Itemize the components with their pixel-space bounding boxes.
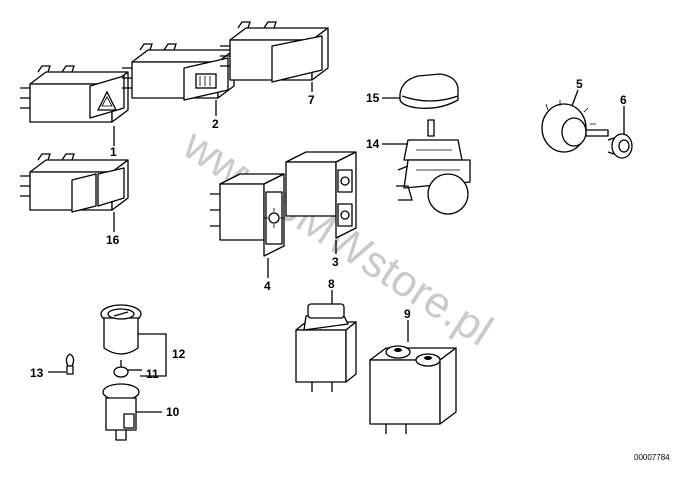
document-number: 00007784: [634, 453, 670, 462]
callout-15: 15: [366, 91, 380, 105]
callout-2: 2: [212, 117, 219, 131]
part-7-switch[interactable]: [220, 21, 329, 83]
part-8-push-switch[interactable]: [295, 303, 357, 392]
part-1-hazard-switch[interactable]: [20, 65, 129, 123]
callout-14: 14: [366, 137, 380, 151]
callout-5: 5: [576, 77, 583, 91]
part-5-lock-cylinder[interactable]: [541, 99, 609, 153]
part-9-double-push-switch[interactable]: [369, 345, 457, 434]
callout-9: 9: [404, 307, 411, 321]
callout-11: 11: [146, 367, 159, 381]
callout-16: 16: [106, 233, 120, 247]
callout-12: 12: [172, 347, 186, 361]
callout-6: 6: [620, 93, 627, 107]
callouts: 1 16 2 7 15 14 3 4 5 6 8 9 12 11 13 10: [30, 77, 627, 419]
leader-lines: [48, 82, 625, 413]
part-15-knob-cap[interactable]: [399, 73, 459, 109]
callout-4: 4: [264, 279, 271, 293]
callout-10: 10: [166, 405, 180, 419]
callout-13: 13: [30, 366, 44, 380]
part-10-lighter-socket[interactable]: [102, 383, 140, 441]
part-11-lighter-spring[interactable]: [113, 360, 129, 378]
callout-3: 3: [332, 255, 339, 269]
part-6-lock-cap[interactable]: [607, 133, 633, 159]
part-3-switch-block[interactable]: [285, 151, 357, 239]
part-14-rotary-switch[interactable]: [396, 119, 471, 215]
part-2-rear-defogger-switch[interactable]: [122, 43, 235, 101]
callout-1: 1: [110, 145, 117, 159]
part-12-lighter-element[interactable]: [100, 304, 142, 355]
callout-7: 7: [308, 93, 315, 107]
part-16-double-switch[interactable]: [20, 153, 129, 213]
part-13-bulb[interactable]: [65, 353, 75, 375]
callout-8: 8: [328, 277, 335, 291]
part-4-switch-block[interactable]: [210, 173, 285, 257]
